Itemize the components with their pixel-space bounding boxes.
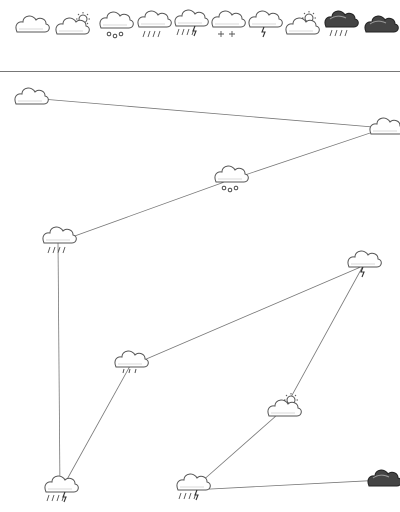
connector-line — [58, 180, 230, 242]
connector-line — [285, 266, 363, 408]
sun-cloud-icon[interactable] — [268, 393, 301, 416]
connector-line — [230, 128, 385, 180]
cloud-sleet-icon[interactable] — [43, 227, 76, 253]
cloud-lightning-icon[interactable] — [249, 11, 282, 37]
cloud-icon[interactable] — [15, 88, 48, 104]
cloud-icon[interactable] — [370, 118, 400, 134]
cloud-snow-icon[interactable] — [212, 11, 245, 37]
connector-line — [130, 266, 363, 366]
connector-line — [30, 98, 385, 128]
cloud-rain-lightning-icon[interactable] — [175, 10, 208, 36]
connector-line — [192, 480, 383, 490]
dark-cloud-icon[interactable] — [368, 470, 400, 486]
cloud-sun-icon[interactable] — [56, 12, 90, 34]
connector-line — [60, 366, 130, 492]
dark-cloud-rain-icon[interactable] — [325, 11, 358, 36]
cloud-lightning-icon[interactable] — [348, 251, 381, 277]
cloud-hail-icon[interactable] — [215, 166, 248, 192]
cloud-rain-lightning-icon[interactable] — [45, 476, 78, 502]
cloud-rain-lightning-icon[interactable] — [177, 474, 210, 500]
cloud-icon[interactable] — [16, 16, 49, 32]
cloud-sleet-icon[interactable] — [138, 11, 171, 37]
connector-line — [58, 242, 60, 492]
diagram-nodes — [15, 88, 400, 502]
sun-cloud-icon[interactable] — [286, 11, 319, 34]
icon-toolbar — [16, 10, 398, 38]
dark-cloud-icon[interactable] — [365, 16, 398, 32]
connector-lines — [30, 98, 385, 492]
cloud-hail-icon[interactable] — [100, 12, 133, 38]
cloud-drizzle-icon[interactable] — [115, 351, 148, 373]
